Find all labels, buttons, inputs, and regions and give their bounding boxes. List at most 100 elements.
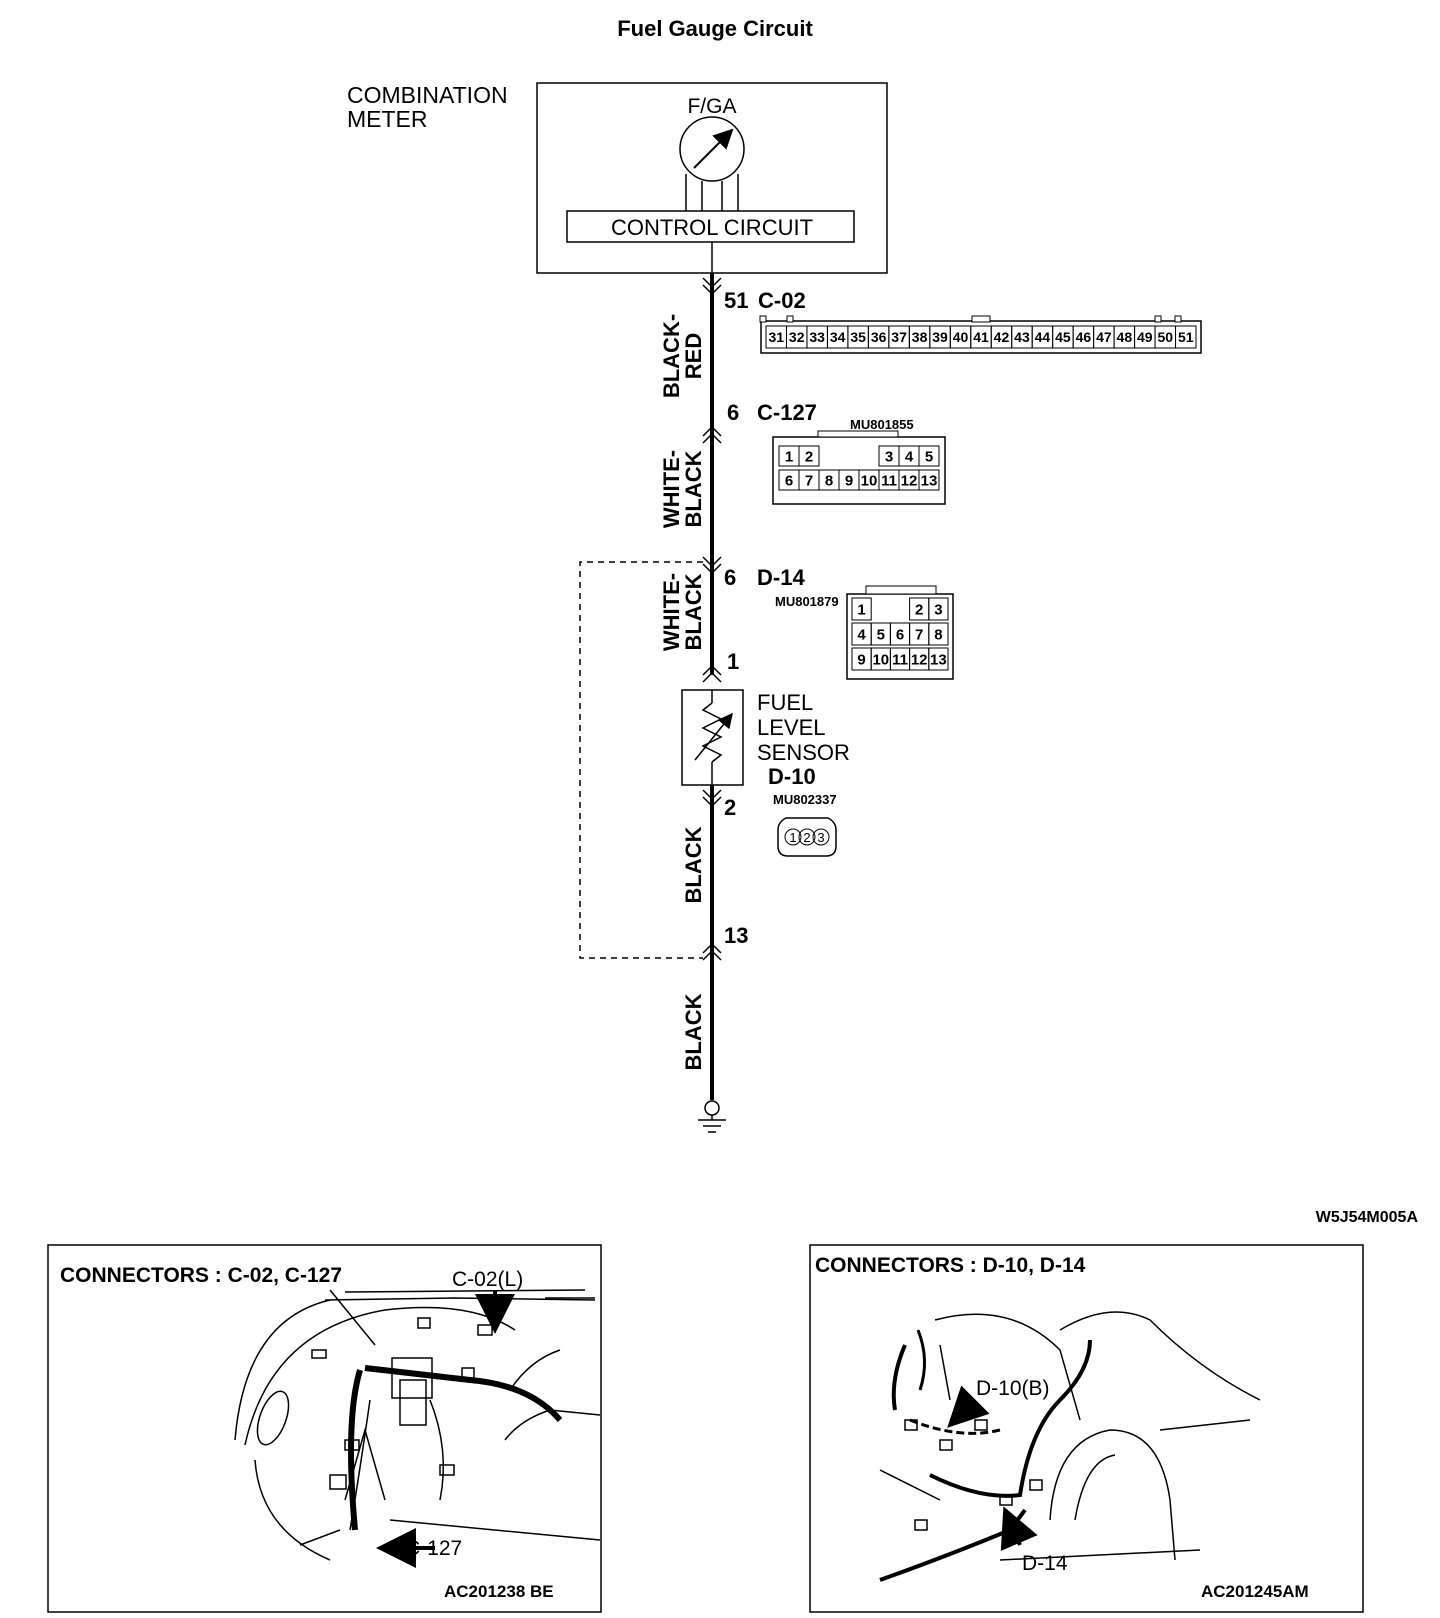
c127-pin-1-label: 1 — [785, 448, 793, 465]
control-circuit-label: CONTROL CIRCUIT — [611, 215, 813, 240]
c02-pin-46-label: 46 — [1076, 329, 1092, 345]
d14-pin-10-label: 10 — [872, 651, 889, 668]
c127-pin-5-cell — [918, 445, 940, 467]
connector-d14-name: D-14 — [757, 565, 805, 590]
d14-pin-12-label: 12 — [911, 651, 928, 668]
dashboard-illustration — [234, 1289, 601, 1561]
d14-pin-6-label: 6 — [896, 626, 904, 643]
connector-d10-part: MU802337 — [773, 792, 837, 807]
c02-pin-51-cell — [1175, 325, 1197, 349]
rear-body-illustration — [879, 1311, 1261, 1561]
c127-pin-7-label: 7 — [805, 472, 813, 489]
panel-right-code: AC201245AM — [1201, 1582, 1309, 1601]
sensor-label-line3: SENSOR — [757, 740, 850, 765]
c127-pin-13-label: 13 — [921, 472, 938, 489]
d14-pin-11-label: 11 — [892, 651, 908, 668]
d14-pin-1-label: 1 — [857, 601, 865, 618]
c02-pin-42-label: 42 — [994, 329, 1010, 345]
connector-c127-name: C-127 — [757, 400, 817, 425]
callout-c127: C-127 — [405, 1537, 462, 1560]
meter-label-line2: METER — [347, 106, 428, 132]
d14-pin-8-label: 8 — [934, 626, 942, 643]
c127-pin-11-label: 11 — [881, 472, 897, 489]
c02-pin-32-label: 32 — [789, 329, 805, 345]
c02-pin-34-label: 34 — [830, 329, 846, 345]
d14-pin-1-cell — [851, 597, 872, 621]
c127-pin-13-cell — [918, 469, 940, 491]
d14-pin-5-label: 5 — [877, 626, 885, 643]
d10-pin-1-label: 1 — [789, 830, 796, 845]
d14-pin-4-label: 4 — [857, 626, 866, 643]
c127-pin-9-label: 9 — [845, 472, 853, 489]
wire-color-1b: RED — [681, 333, 706, 379]
wire-color-2b: BLACK — [681, 450, 706, 527]
c127-pin-12-label: 12 — [901, 472, 918, 489]
c127-pin-3-label: 3 — [885, 448, 893, 465]
c02-pin-36-label: 36 — [871, 329, 887, 345]
c02-pin-38-label: 38 — [912, 329, 928, 345]
c127-pin-6-label: 6 — [785, 472, 793, 489]
connector-chevrons — [702, 277, 722, 961]
c127-pin-2-label: 2 — [805, 448, 813, 465]
ground-icon — [704, 1100, 720, 1116]
c127-pin-2-cell — [798, 445, 820, 467]
d10-pin-1-cell — [784, 828, 802, 846]
c02-pin-33-label: 33 — [809, 329, 825, 345]
d14-pin-3-label: 3 — [934, 601, 942, 618]
c02-pin-35-label: 35 — [850, 329, 866, 345]
c02-pin-50-label: 50 — [1157, 329, 1173, 345]
wire-color-5: BLACK — [681, 993, 706, 1070]
connector-d14-part: MU801879 — [775, 594, 839, 609]
c02-pin-47-label: 47 — [1096, 329, 1112, 345]
wire-color-2a: WHITE- — [659, 450, 684, 528]
c02-pin-40-label: 40 — [953, 329, 969, 345]
d14-pin-13-label: 13 — [930, 651, 947, 668]
c02-pin-45-label: 45 — [1055, 329, 1071, 345]
connector-c127-part: MU801855 — [850, 417, 914, 432]
d14-pin-3-cell — [928, 597, 949, 621]
d14-pin-8-cell — [928, 622, 949, 646]
callout-c02: C-02(L) — [452, 1268, 523, 1291]
pin-13: 13 — [724, 923, 748, 948]
wire-color-4: BLACK — [681, 826, 706, 903]
d14-pin-7-label: 7 — [915, 626, 923, 643]
sensor-label-line1: FUEL — [757, 690, 813, 715]
panel-left: CONNECTORS : C-02, C-127 — [47, 1244, 602, 1613]
shield-dashed-line — [579, 561, 703, 959]
wire-color-3a: WHITE- — [659, 573, 684, 651]
diagram-code: W5J54M005A — [1316, 1209, 1419, 1226]
c02-pin-49-label: 49 — [1137, 329, 1153, 345]
gauge-icon — [679, 116, 745, 182]
c127-pin-5-label: 5 — [925, 448, 933, 465]
diagram-title: Fuel Gauge Circuit — [617, 16, 813, 41]
d10-pin-3-cell — [812, 828, 830, 846]
meter-label-line1: COMBINATION — [347, 82, 508, 108]
callout-d14: D-14 — [1022, 1552, 1068, 1575]
connector-c02-name: C-02 — [758, 288, 806, 313]
panel-right: CONNECTORS : D-10, D-14 D-10(B) D-14 AC2… — [809, 1244, 1364, 1613]
d14-pin-9-label: 9 — [857, 651, 865, 668]
d14-pin-2-label: 2 — [915, 601, 923, 618]
c02-pin-44-label: 44 — [1035, 329, 1051, 345]
variable-resistor-icon — [701, 702, 723, 763]
gauge-label: F/GA — [687, 95, 736, 118]
c02-pin-51-label: 51 — [1178, 329, 1194, 345]
d10-pin-2-label: 2 — [803, 830, 810, 845]
panel-left-title: CONNECTORS : C-02, C-127 — [60, 1264, 342, 1287]
wire-color-3b: BLACK — [681, 573, 706, 650]
wire-color-1a: BLACK- — [659, 314, 684, 398]
d14-pin-13-cell — [928, 647, 949, 671]
c127-pin-10-label: 10 — [861, 472, 878, 489]
pin-6-c127: 6 — [727, 400, 739, 425]
c02-pin-31-label: 31 — [768, 329, 784, 345]
callout-d10: D-10(B) — [976, 1377, 1050, 1400]
c127-pin-8-label: 8 — [825, 472, 833, 489]
c02-pin-48-label: 48 — [1117, 329, 1133, 345]
d10-pin-3-label: 3 — [817, 830, 824, 845]
sensor-label-line2: LEVEL — [757, 715, 826, 740]
